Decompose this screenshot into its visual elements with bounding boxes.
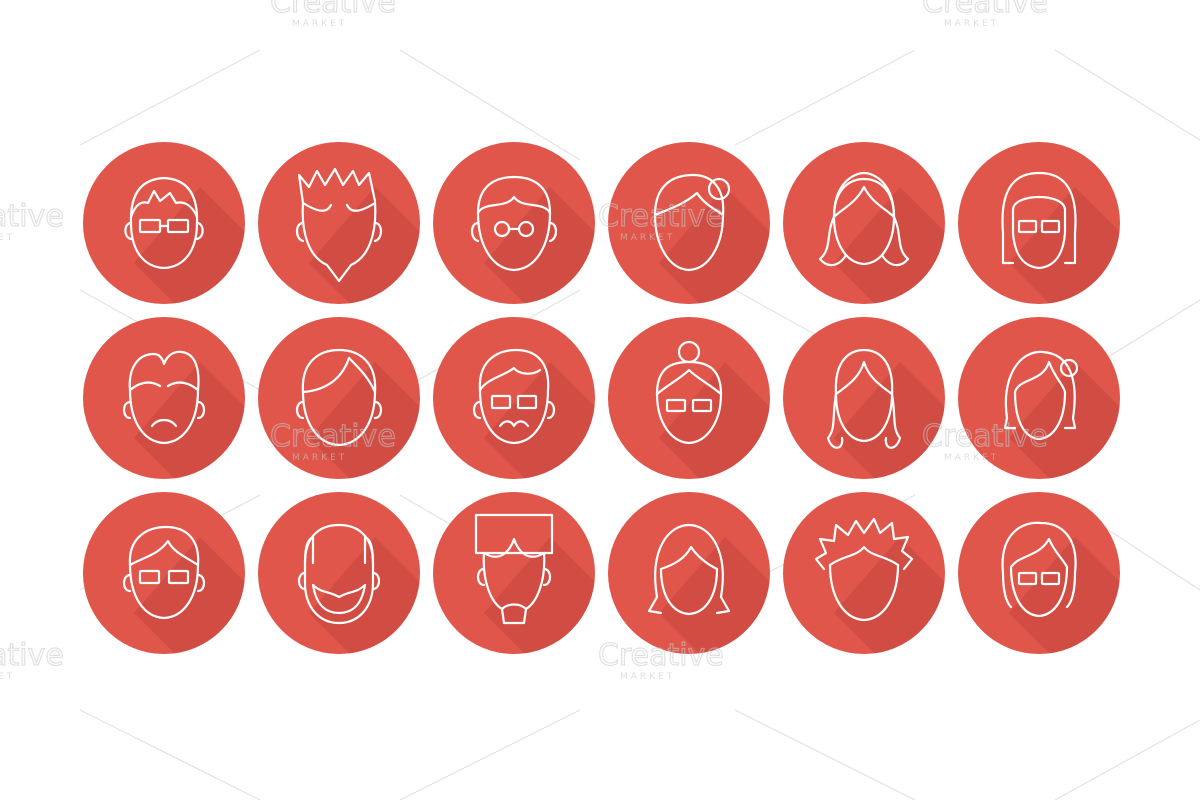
man-quiff-frown-icon (83, 317, 245, 479)
watermark-sub: MARKET (944, 453, 999, 463)
man-spiky-hair-icon (783, 492, 945, 654)
woman-side-part-icon (258, 317, 420, 479)
man-glasses-icon (83, 492, 245, 654)
watermark-sub: MARKET (0, 233, 15, 243)
watermark-brand: Creative (0, 638, 64, 673)
bald-man-beard-icon (258, 492, 420, 654)
man-round-glasses-icon (433, 142, 595, 304)
watermark-sub: MARKET (292, 19, 347, 29)
long-shadow (1009, 537, 1120, 654)
man-short-hair-glasses-icon (83, 142, 245, 304)
long-shadow (659, 187, 770, 304)
woman-bangs-glasses-icon (958, 492, 1120, 654)
watermark-brand: Creative (598, 199, 724, 234)
watermark-brand: Creative (598, 638, 724, 673)
long-shadow (484, 187, 595, 304)
watermark-brand: Creative (922, 0, 1048, 20)
woman-short-bob-icon (958, 317, 1120, 479)
long-shadow (309, 187, 420, 304)
man-spiky-hair-goatee-icon (258, 142, 420, 304)
woman-pigtails-icon (783, 317, 945, 479)
watermark-brand: Creative (270, 419, 396, 454)
watermark-sub: MARKET (944, 19, 999, 29)
long-shadow (134, 187, 245, 304)
long-shadow (309, 362, 420, 479)
long-shadow (134, 362, 245, 479)
man-flat-top-goatee-icon (433, 492, 595, 654)
woman-top-bun-glasses-icon (608, 317, 770, 479)
long-shadow (834, 537, 945, 654)
face-lineart (122, 167, 1079, 625)
watermark-sub: MARKET (620, 233, 675, 243)
watermark-brand: Creative (922, 419, 1048, 454)
long-shadow (659, 362, 770, 479)
long-shadow (484, 362, 595, 479)
watermark-brand: Creative (0, 199, 64, 234)
watermark-sub: MARKET (292, 453, 347, 463)
watermark: Creative MARKET Creative MARKET Creative… (0, 0, 1048, 682)
long-shadow (834, 187, 945, 304)
long-shadow (834, 362, 945, 479)
woman-side-bun-icon (608, 142, 770, 304)
icon-grid (83, 142, 1120, 654)
long-shadow (134, 537, 245, 654)
man-glasses-mustache-icon (433, 317, 595, 479)
watermark-brand: Creative (270, 0, 396, 20)
watermark-sub: MARKET (620, 672, 675, 682)
long-shadow (1009, 362, 1120, 479)
long-shadow (484, 537, 595, 654)
watermark-sub: MARKET (0, 672, 15, 682)
long-shadow (309, 537, 420, 654)
